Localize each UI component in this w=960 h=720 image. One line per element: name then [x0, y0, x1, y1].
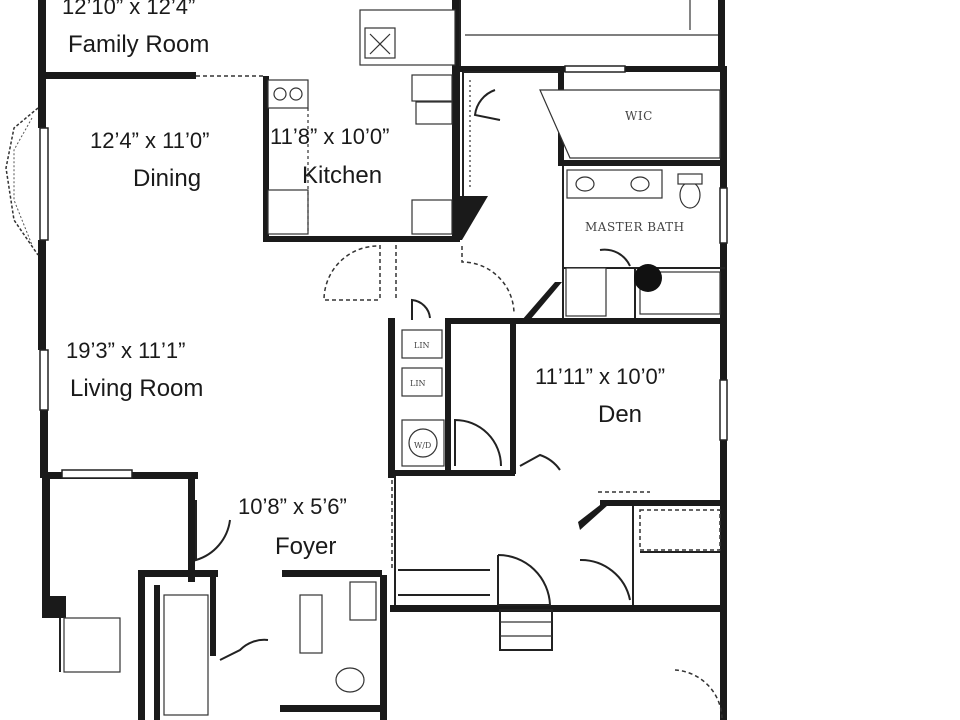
linen-closet	[565, 267, 607, 317]
master-toilet	[679, 181, 701, 209]
doors	[195, 89, 723, 719]
wall-diagonal-2	[522, 282, 562, 320]
wall-diagonal-1	[455, 196, 488, 240]
wall-lower-right-top	[390, 605, 727, 612]
bay-window	[5, 107, 39, 256]
wall-stair-outer	[138, 570, 145, 720]
kitchen-range	[267, 79, 309, 109]
dining-name: Dining	[133, 165, 201, 192]
powder-vanity	[299, 594, 323, 654]
wall-kitchen-left	[263, 76, 269, 242]
front-step	[499, 609, 553, 651]
window-dining	[39, 127, 49, 241]
wall-diagonal-3	[578, 505, 608, 530]
kitchen-appliance-2	[415, 101, 453, 125]
door-bath	[599, 248, 631, 267]
family-room-name: Family Room	[68, 31, 209, 58]
den-closet-shelf	[639, 509, 721, 551]
den-name: Den	[598, 401, 642, 428]
room-labels: 12’10” x 12’4” Family Room 12’4” x 11’0”…	[62, 0, 665, 560]
family-room-dims: 12’10” x 12’4”	[62, 0, 195, 19]
door-hall	[461, 246, 515, 315]
small-labels: WIC MASTER BATH LIN LIN W/D	[410, 109, 685, 450]
living-room-dims: 19’3” x 11’1”	[66, 338, 185, 363]
wall-wic-bottom	[560, 160, 725, 166]
window-wic	[564, 65, 626, 73]
wall-bath-right	[380, 575, 387, 720]
wic-shelf	[539, 89, 721, 159]
wall-foyer-left	[188, 472, 195, 582]
kitchen-name: Kitchen	[302, 162, 382, 189]
dining-dims: 12’4” x 11’0”	[90, 128, 209, 153]
kitchen-counter-right	[411, 199, 453, 235]
door-den-closet	[579, 558, 631, 601]
wall-closet-bottom	[395, 470, 515, 476]
wall-top-right-vertical	[718, 0, 725, 66]
living-room-name: Living Room	[70, 375, 203, 402]
door-den	[519, 453, 561, 471]
bath-fixtures	[469, 80, 721, 317]
wall-lower-left	[42, 478, 50, 618]
powder-fixtures	[163, 581, 377, 716]
wall-left-1	[38, 78, 46, 128]
wall-closet-right	[445, 318, 451, 474]
master-bath-label: MASTER BATH	[585, 220, 685, 234]
wall-kitchen-bottom	[263, 236, 458, 242]
wall-powder-bottom	[280, 705, 385, 712]
door-kitchen	[323, 245, 379, 301]
door-lower-right	[674, 669, 723, 719]
shower-fixture	[634, 264, 662, 292]
stair-closet	[163, 594, 209, 716]
wall-stair-inner	[154, 585, 160, 720]
wall-left-2	[38, 240, 46, 350]
foyer-name: Foyer	[275, 533, 336, 560]
wall-den-left	[510, 318, 516, 474]
wall-family-left	[38, 0, 46, 78]
washer-label: W/D	[414, 441, 431, 450]
window-living-bottom	[61, 469, 133, 479]
kitchen-counter-left	[267, 189, 309, 235]
hall-fixtures	[401, 329, 445, 467]
window-bath	[719, 187, 728, 244]
wall-left-3	[40, 410, 48, 478]
stoop	[499, 609, 553, 651]
pantry-label-2: LIN	[410, 379, 425, 388]
foyer-dims: 10’8” x 5’6”	[238, 494, 347, 519]
wall-powder-top	[282, 570, 382, 577]
openings	[196, 75, 650, 570]
kitchen-sink	[364, 27, 396, 59]
wic-label: WIC	[625, 109, 653, 123]
kitchen-appliance-1	[411, 74, 453, 102]
kitchen-dims: 11’8” x 10’0”	[270, 124, 389, 149]
wall-column	[42, 596, 66, 618]
wall-den-bottom	[600, 500, 727, 506]
wall-kitchen-right	[452, 0, 460, 242]
wall-stair-top	[138, 570, 218, 577]
wall-hall-left	[388, 318, 395, 478]
powder-toilet	[335, 667, 365, 693]
door-wic	[473, 89, 501, 121]
wall-family-bottom	[46, 72, 196, 79]
door-closet	[454, 418, 502, 467]
wall-stair-right	[210, 576, 216, 656]
den-dims: 11’11” x 10’0”	[535, 364, 665, 389]
pantry-label-1: LIN	[414, 341, 429, 350]
wall-den-top	[445, 318, 727, 324]
windows	[39, 65, 728, 479]
pantry-1	[401, 329, 443, 359]
powder-sink	[349, 581, 377, 621]
pantry-2	[401, 367, 443, 397]
door-linen	[411, 298, 431, 320]
window-den	[719, 379, 728, 441]
kitchen-fixtures	[267, 9, 456, 235]
door-stair	[219, 638, 269, 661]
door-front	[497, 554, 552, 606]
master-vanity	[566, 169, 663, 199]
door-foyer-closet	[195, 500, 231, 562]
garage-step	[63, 617, 121, 673]
window-living	[39, 349, 49, 411]
